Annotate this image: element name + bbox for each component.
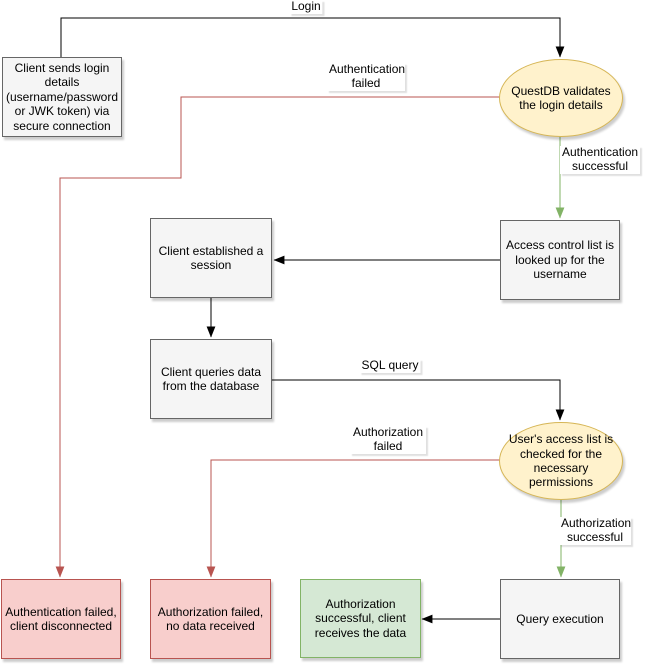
edge-login (60, 17, 565, 58)
node-authentication-failed-end: Authentication failed, client disconnect… (1, 579, 121, 659)
node-client-queries: Client queries data from the database (150, 339, 272, 419)
node-authorization-failed-end: Authorization failed, no data received (150, 579, 271, 659)
edge-label-authentication-failed: Authentication failed (327, 62, 406, 91)
node-questdb-validates: QuestDB validates the login details (499, 59, 623, 137)
node-query-execution: Query execution (500, 579, 620, 659)
node-client-sends-login: Client sends login details (username/pas… (2, 57, 122, 137)
edge-sql-query (272, 379, 565, 421)
edge-label-authorization-successful: Authorization successful (559, 516, 632, 545)
node-authorization-success-end: Authorization successful, client receive… (300, 579, 421, 658)
node-session-established: Client established a session (150, 218, 272, 298)
edge-label-login: Login (289, 0, 323, 14)
edge-label-authentication-successful: Authentication successful (560, 145, 640, 174)
edge-label-sql-query: SQL query (359, 358, 421, 373)
node-acl-lookup: Access control list is looked up for the… (500, 220, 620, 300)
edge-label-authorization-failed: Authorization failed (350, 425, 426, 454)
node-access-check: User's access list is checked for the ne… (499, 422, 623, 500)
edge-authorization-failed (206, 459, 500, 578)
edge-authentication-failed (55, 96, 500, 578)
